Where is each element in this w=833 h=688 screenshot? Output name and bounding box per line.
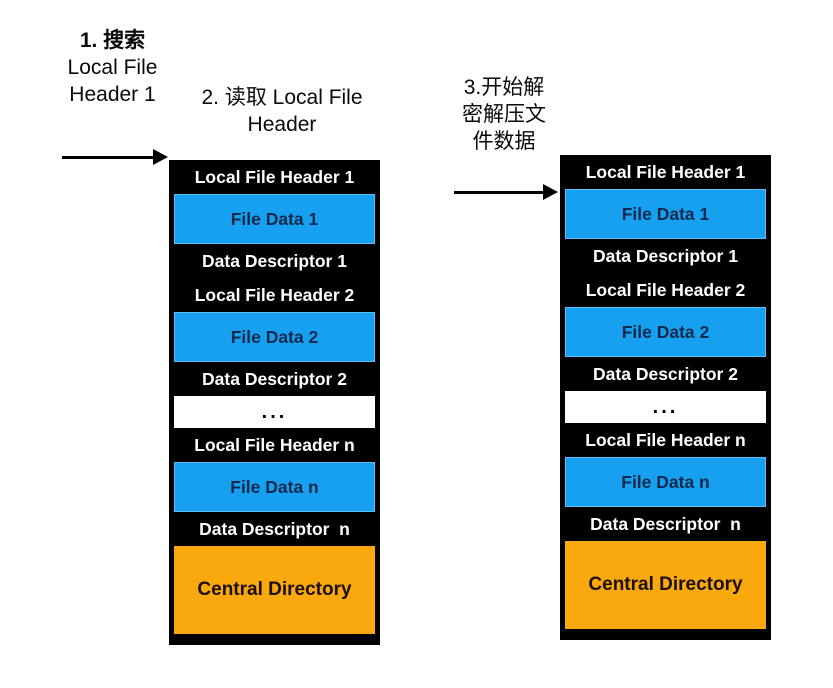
block-ellipsis: ... (565, 391, 766, 423)
step-1-line: Header 1 (69, 83, 156, 106)
arrow-step1-icon (62, 149, 168, 165)
arrowhead-icon (153, 149, 168, 165)
block-data-descriptor-2: Data Descriptor 2 (169, 362, 380, 396)
block-data-descriptor-n: Data Descriptor n (560, 507, 771, 541)
block-central-directory: Central Directory (565, 541, 766, 629)
step-3-line: 3.开始解 (463, 76, 545, 99)
block-ellipsis: ... (174, 396, 375, 428)
block-file-data-1: File Data 1 (174, 194, 375, 244)
step-1-line: 1. 搜索 (79, 29, 146, 52)
block-file-data-2: File Data 2 (174, 312, 375, 362)
arrow-step3-icon (454, 184, 558, 200)
step-1-line: Local File (67, 56, 158, 79)
block-file-data-2: File Data 2 (565, 307, 766, 357)
step-3-line: 件数据 (472, 130, 536, 153)
step-label-1: 1. 搜索 Local File Header 1 (50, 27, 175, 108)
arrow-shaft (454, 190, 543, 194)
block-file-data-1: File Data 1 (565, 189, 766, 239)
step-2-line: Header (247, 113, 317, 136)
arrow-shaft (62, 155, 153, 159)
block-file-data-n: File Data n (565, 457, 766, 507)
step-3-line: 密解压文 (462, 103, 546, 126)
step-label-2: 2. 读取 Local File Header (188, 84, 376, 138)
block-local-file-header-n: Local File Header n (169, 428, 380, 462)
zip-stack-right: Local File Header 1 File Data 1 Data Des… (560, 155, 771, 640)
block-data-descriptor-2: Data Descriptor 2 (560, 357, 771, 391)
step-label-3: 3.开始解 密解压文 件数据 (448, 74, 560, 155)
block-data-descriptor-1: Data Descriptor 1 (169, 244, 380, 278)
block-data-descriptor-1: Data Descriptor 1 (560, 239, 771, 273)
block-data-descriptor-n: Data Descriptor n (169, 512, 380, 546)
block-local-file-header-1: Local File Header 1 (169, 160, 380, 194)
step-2-line: 2. 读取 Local File (201, 86, 363, 109)
zip-stack-left: Local File Header 1 File Data 1 Data Des… (169, 160, 380, 645)
block-file-data-n: File Data n (174, 462, 375, 512)
block-local-file-header-2: Local File Header 2 (169, 278, 380, 312)
block-local-file-header-2: Local File Header 2 (560, 273, 771, 307)
arrowhead-icon (543, 184, 558, 200)
block-central-directory: Central Directory (174, 546, 375, 634)
block-local-file-header-1: Local File Header 1 (560, 155, 771, 189)
block-local-file-header-n: Local File Header n (560, 423, 771, 457)
